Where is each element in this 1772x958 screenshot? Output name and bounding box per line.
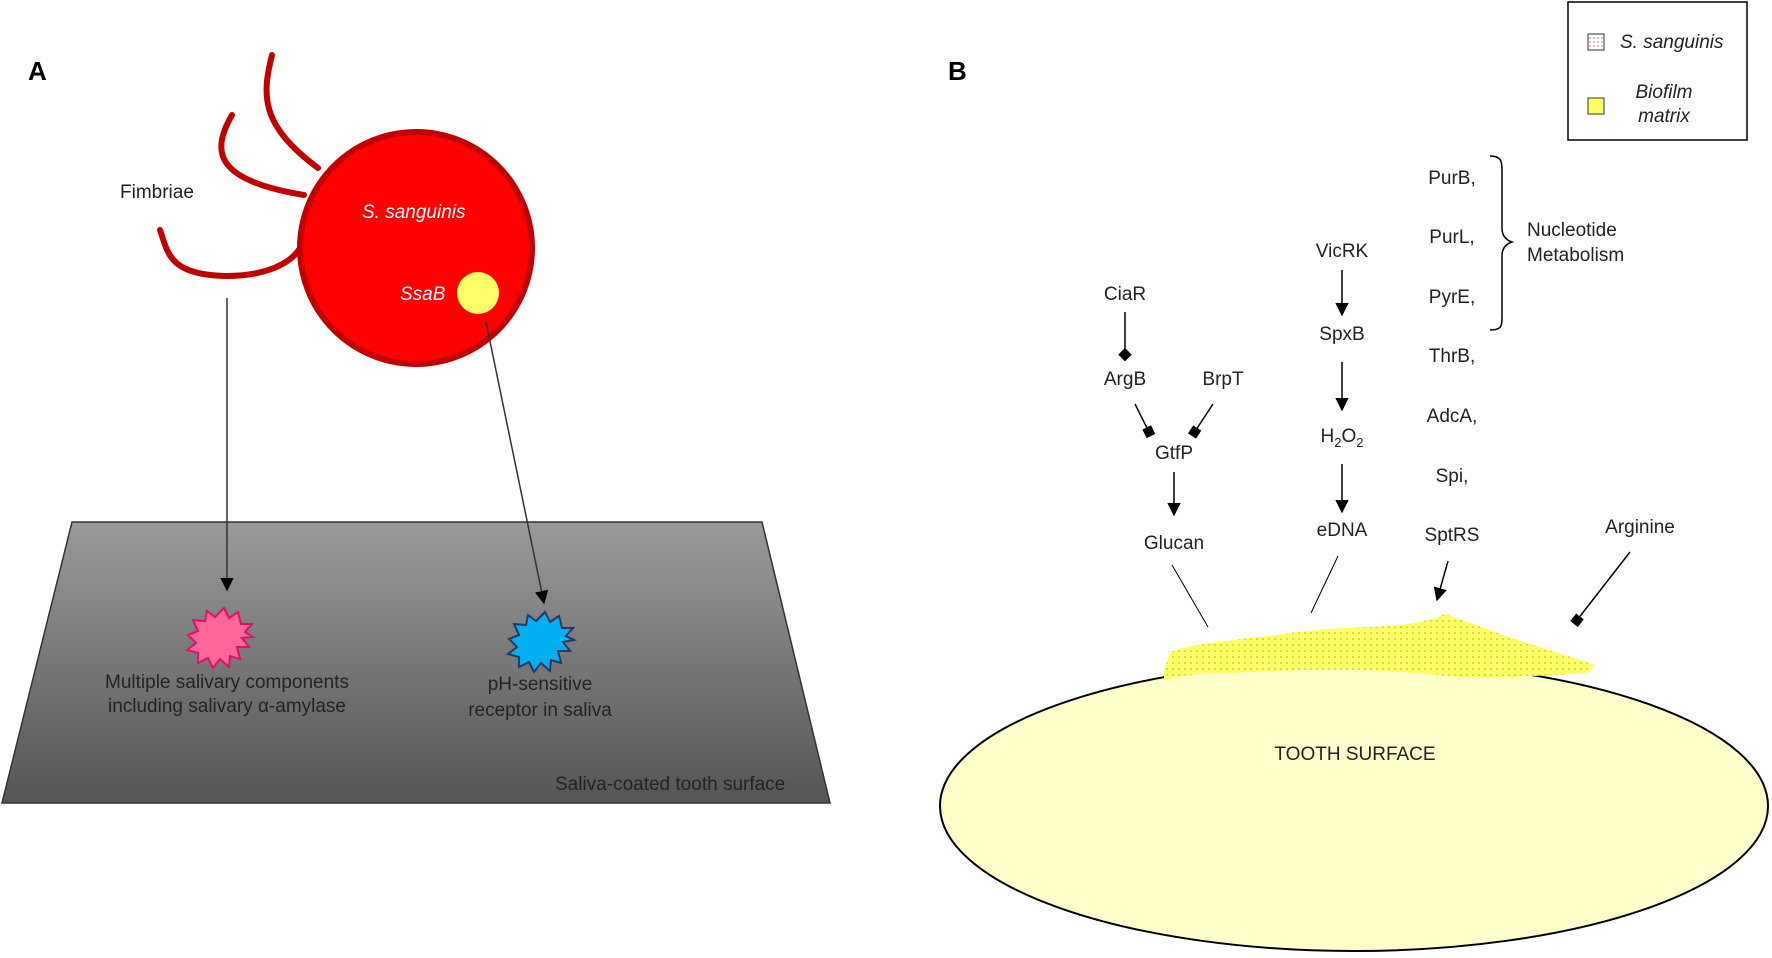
fimbria-2 [218,112,307,198]
panel-b-letter: B [948,56,967,86]
h2o2-h: H [1321,426,1335,447]
brpt-to-gtfp-arrow [1187,403,1214,439]
brpt-label: BrpT [1202,369,1244,390]
nucleotide-bracket [1489,155,1515,331]
panel-a: A Saliva-coated tooth surface Fimbriae S… [1,52,831,804]
panel-a-letter: A [28,56,47,86]
legend-label-biofilm-line2: matrix [1638,106,1691,127]
arginine-to-biofilm-arrow [1570,551,1631,627]
h2o2-sub-b: 2 [1356,435,1363,450]
fimbriae [157,52,321,280]
h2o2-sub-a: 2 [1334,435,1341,450]
surface-label: Saliva-coated tooth surface [555,774,785,795]
receptor2-label-line2: receptor in saliva [468,700,612,721]
h2o2-label: H2O2 [1321,426,1364,450]
gtfp-label: GtfP [1155,443,1193,464]
pathway-gtfp: CiaR ArgB BrpT GtfP Glucan [1104,284,1244,628]
gene-list-item: PurB, [1428,168,1476,189]
vicrk-label: VicRK [1316,241,1369,262]
gene-list-item: ThrB, [1429,346,1475,367]
spxb-label: SpxB [1319,324,1364,345]
receptor2-label-line1: pH-sensitive [488,674,593,695]
bracket-label-line2: Metabolism [1527,245,1624,266]
ph-receptor-star [505,610,578,674]
panel-b: B S. sanguinis Biofilm matrix TOOTH SURF… [939,1,1769,952]
glucan-to-biofilm-line [1171,564,1209,628]
glucan-label: Glucan [1144,533,1204,554]
argb-label: ArgB [1104,369,1146,390]
legend-label-s-sanguinis: S. sanguinis [1620,32,1724,53]
receptor1-label-line1: Multiple salivary components [105,672,349,693]
cell-label: S. sanguinis [362,202,466,223]
arginine-label: Arginine [1605,517,1675,538]
gene-list-item: PyrE, [1429,287,1475,308]
ssab-binding-arrow [485,321,549,605]
receptor1-label-line2: including salivary α-amylase [108,696,346,717]
saliva-coated-tooth-surface [1,521,831,804]
ssab-label: SsaB [400,284,446,305]
gene-list-item: AdcA, [1427,406,1478,427]
legend-swatch-s-sanguinis [1587,33,1605,51]
legend: S. sanguinis Biofilm matrix [1567,1,1748,141]
fimbria-3 [157,227,303,280]
biofilm-matrix [1164,614,1595,680]
ciar-label: CiaR [1104,284,1146,305]
gene-list-item: PurL, [1429,227,1474,248]
fimbriae-label: Fimbriae [120,182,194,203]
s-sanguinis-cell [297,129,535,367]
legend-box [1567,1,1748,141]
sptrs-to-biofilm-arrow [1433,560,1449,602]
fimbria-1 [263,52,321,171]
edna-to-biofilm-line [1310,555,1339,614]
legend-label-biofilm-line1: Biofilm [1635,82,1692,103]
tooth-surface [939,660,1769,952]
bracket-label-line1: Nucleotide [1527,220,1617,241]
edna-label: eDNA [1317,520,1368,541]
pathway-spxb: VicRK SpxB H2O2 eDNA [1310,241,1369,614]
legend-swatch-biofilm [1587,97,1605,115]
gene-list: PurB, PurL, PyrE, ThrB, AdcA, Spi, SptRS [1425,168,1480,602]
salivary-component-star [184,606,257,670]
h2o2-o: O [1341,426,1356,447]
gene-list-item: SptRS [1425,525,1480,546]
argb-to-gtfp-arrow [1134,403,1156,439]
ssab-adhesin [457,272,499,314]
gene-list-item: Spi, [1436,466,1469,487]
tooth-surface-label: TOOTH SURFACE [1274,744,1435,765]
